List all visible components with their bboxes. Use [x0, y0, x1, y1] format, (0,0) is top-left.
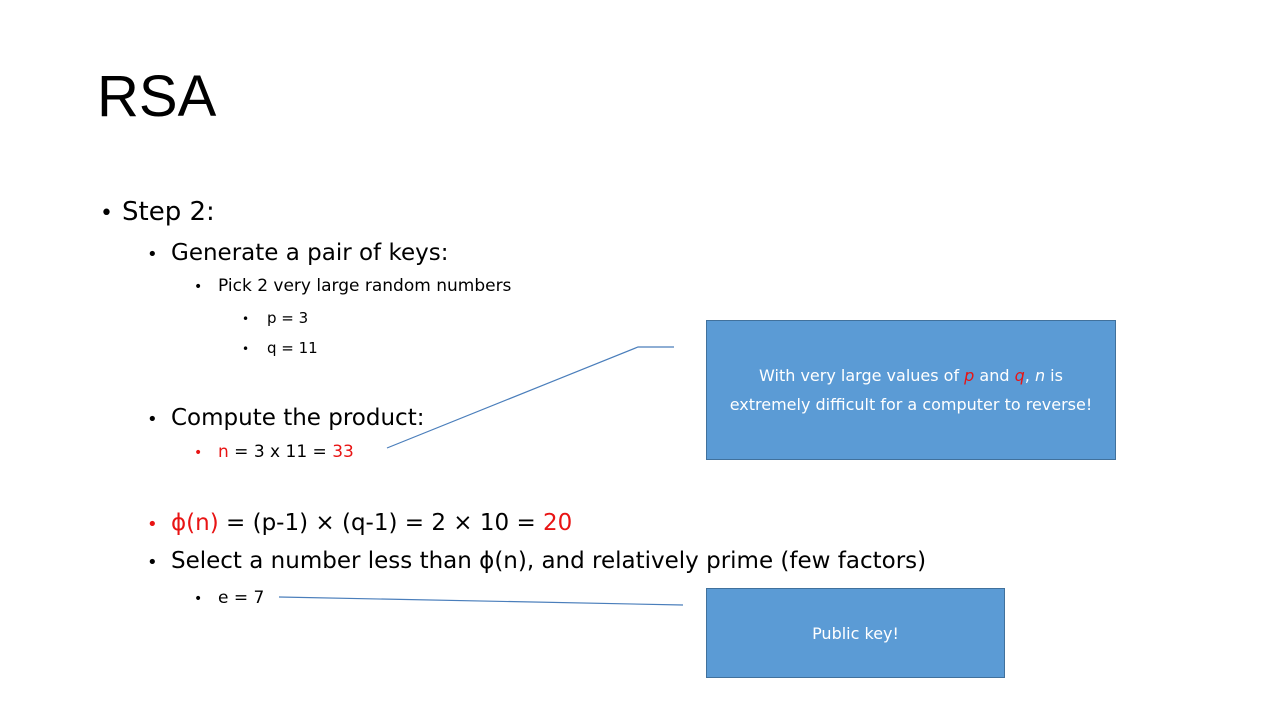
callout-large-values: With very large values of p and q, n is … — [706, 320, 1116, 460]
n-expression: = 3 x 11 = — [228, 442, 333, 462]
generate-label: Generate a pair of keys: — [171, 240, 449, 266]
bullet-e: • e = 7 — [194, 590, 264, 607]
bullet-pick: • Pick 2 very large random numbers — [194, 278, 511, 295]
phi-expression: = (p-1) × (q-1) = 2 × 10 = — [218, 510, 544, 536]
bullet-dot-icon: • — [194, 279, 203, 295]
phi-value: 20 — [543, 510, 573, 536]
select-label: Select a number less than ϕ(n), and rela… — [171, 548, 927, 574]
e-value: e = 7 — [218, 588, 265, 608]
bullet-dot-icon: • — [100, 201, 113, 226]
bullet-generate: • Generate a pair of keys: — [147, 242, 448, 265]
pick-label: Pick 2 very large random numbers — [218, 276, 512, 296]
bullet-compute: • Compute the product: — [147, 407, 424, 430]
bullet-dot-icon: • — [147, 244, 158, 265]
callout-p: p — [964, 366, 975, 385]
connector-e-callout — [278, 596, 684, 606]
bullet-step: • Step 2: — [100, 199, 215, 225]
n-value: 33 — [332, 442, 354, 462]
n-variable: n — [218, 442, 229, 462]
public-key-label: Public key! — [812, 623, 899, 643]
bullet-n: • n = 3 x 11 = 33 — [194, 444, 354, 461]
bullet-dot-icon: • — [147, 552, 158, 573]
step-label: Step 2: — [122, 197, 215, 227]
phi-variable: ϕ(n) — [171, 510, 219, 536]
bullet-dot-icon: • — [194, 445, 203, 461]
compute-label: Compute the product: — [171, 405, 425, 431]
connector-n-callout — [386, 346, 674, 449]
callout-large-values-text: With very large values of p and q, n is … — [729, 366, 1093, 414]
callout-n: n — [1034, 366, 1046, 385]
bullet-dot-icon: • — [242, 312, 250, 326]
bullet-select: • Select a number less than ϕ(n), and rel… — [147, 550, 926, 573]
slide-title: RSA — [97, 64, 217, 129]
callout-public-key: Public key! — [706, 588, 1005, 678]
p-value: p = 3 — [267, 309, 309, 327]
bullet-dot-icon: • — [147, 409, 158, 430]
bullet-dot-icon: • — [242, 342, 250, 356]
bullet-phi: • ϕ(n) = (p-1) × (q-1) = 2 × 10 = 20 — [147, 512, 572, 535]
bullet-dot-icon: • — [194, 591, 203, 607]
q-value: q = 11 — [267, 339, 318, 357]
callout-q: q — [1014, 366, 1025, 385]
bullet-p: • p = 3 — [242, 311, 308, 326]
bullet-q: • q = 11 — [242, 341, 318, 356]
bullet-dot-icon: • — [147, 514, 158, 535]
